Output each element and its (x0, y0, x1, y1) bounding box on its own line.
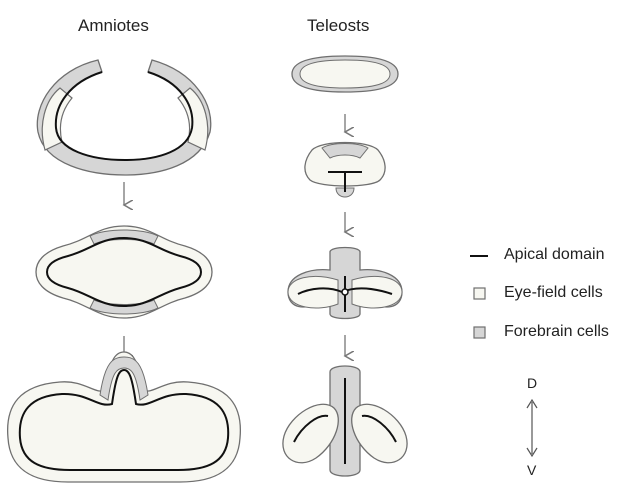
eye-field-legend-label: Eye-field cells (504, 284, 603, 302)
ventral-label: V (527, 462, 536, 478)
forebrain-legend-swatch (474, 327, 485, 338)
amniote-stage-2 (36, 226, 212, 318)
amniote-stage-3 (8, 352, 241, 482)
teleost-stage-4 (283, 366, 407, 476)
eye-field-legend-swatch (474, 288, 485, 299)
teleost-stage-1 (292, 56, 398, 92)
teleost-stage-3 (288, 248, 402, 319)
dorsal-label: D (527, 375, 537, 391)
amniote-stage-1 (37, 60, 210, 175)
teleost-stage-2 (305, 143, 385, 198)
forebrain-legend-label: Forebrain cells (504, 323, 609, 341)
apical-legend-label: Apical domain (504, 246, 605, 264)
